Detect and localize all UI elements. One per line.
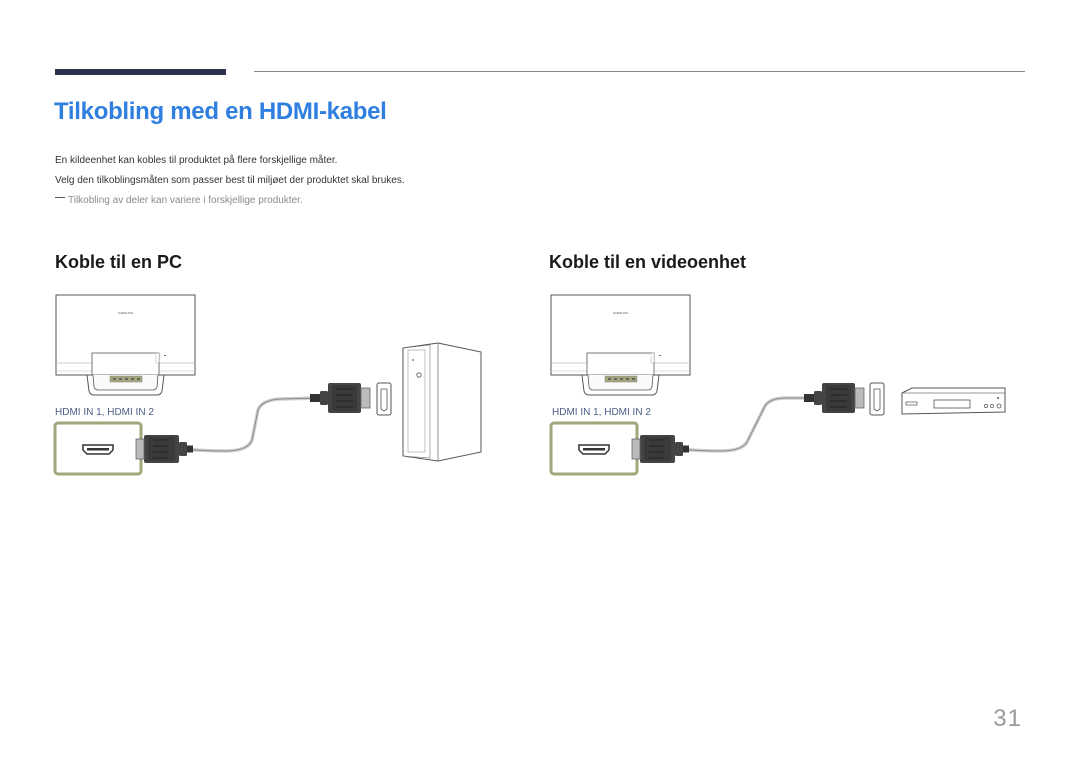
pc-connection-diagram: SAMSUNG <box>53 294 482 476</box>
monitor-rear-pc: SAMSUNG <box>55 294 196 396</box>
header-accent-bar <box>55 69 226 75</box>
pc-tower-icon <box>402 342 482 462</box>
section-heading-video: Koble til en videoenhet <box>549 252 747 272</box>
monitor-logo: SAMSUNG <box>118 311 134 315</box>
hdmi-socket-icon <box>869 382 885 416</box>
intro-line-1: En kildeenhet kan kobles til produktet p… <box>55 155 338 166</box>
video-player-icon <box>901 387 1006 415</box>
header-divider <box>254 71 1025 72</box>
port-label-pc: HDMI IN 1, HDMI IN 2 <box>55 407 154 418</box>
port-label-video: HDMI IN 1, HDMI IN 2 <box>552 407 651 418</box>
monitor-rear-video: SAMSUNG <box>550 294 691 396</box>
hdmi-cable <box>678 396 811 453</box>
note-text: Tilkobling av deler kan variere i forskj… <box>68 195 303 206</box>
video-connection-diagram: SAMSUNG <box>549 294 1006 476</box>
monitor-logo: SAMSUNG <box>613 311 629 315</box>
note-dash-icon <box>55 196 65 198</box>
hdmi-plug-device-side <box>803 382 865 414</box>
hdmi-port-highlight <box>53 421 143 476</box>
hdmi-port-highlight <box>549 421 639 476</box>
intro-line-2: Velg den tilkoblingsmåten som passer bes… <box>55 175 405 186</box>
page-title: Tilkobling med en HDMI-kabel <box>54 98 387 125</box>
hdmi-plug-monitor-side <box>135 434 194 464</box>
hdmi-plug-monitor-side <box>631 434 690 464</box>
page-number: 31 <box>993 705 1022 732</box>
section-heading-pc: Koble til en PC <box>55 252 183 272</box>
hdmi-plug-device-side <box>309 382 371 414</box>
hdmi-socket-icon <box>376 382 392 416</box>
note: Tilkobling av deler kan variere i forskj… <box>55 195 303 206</box>
